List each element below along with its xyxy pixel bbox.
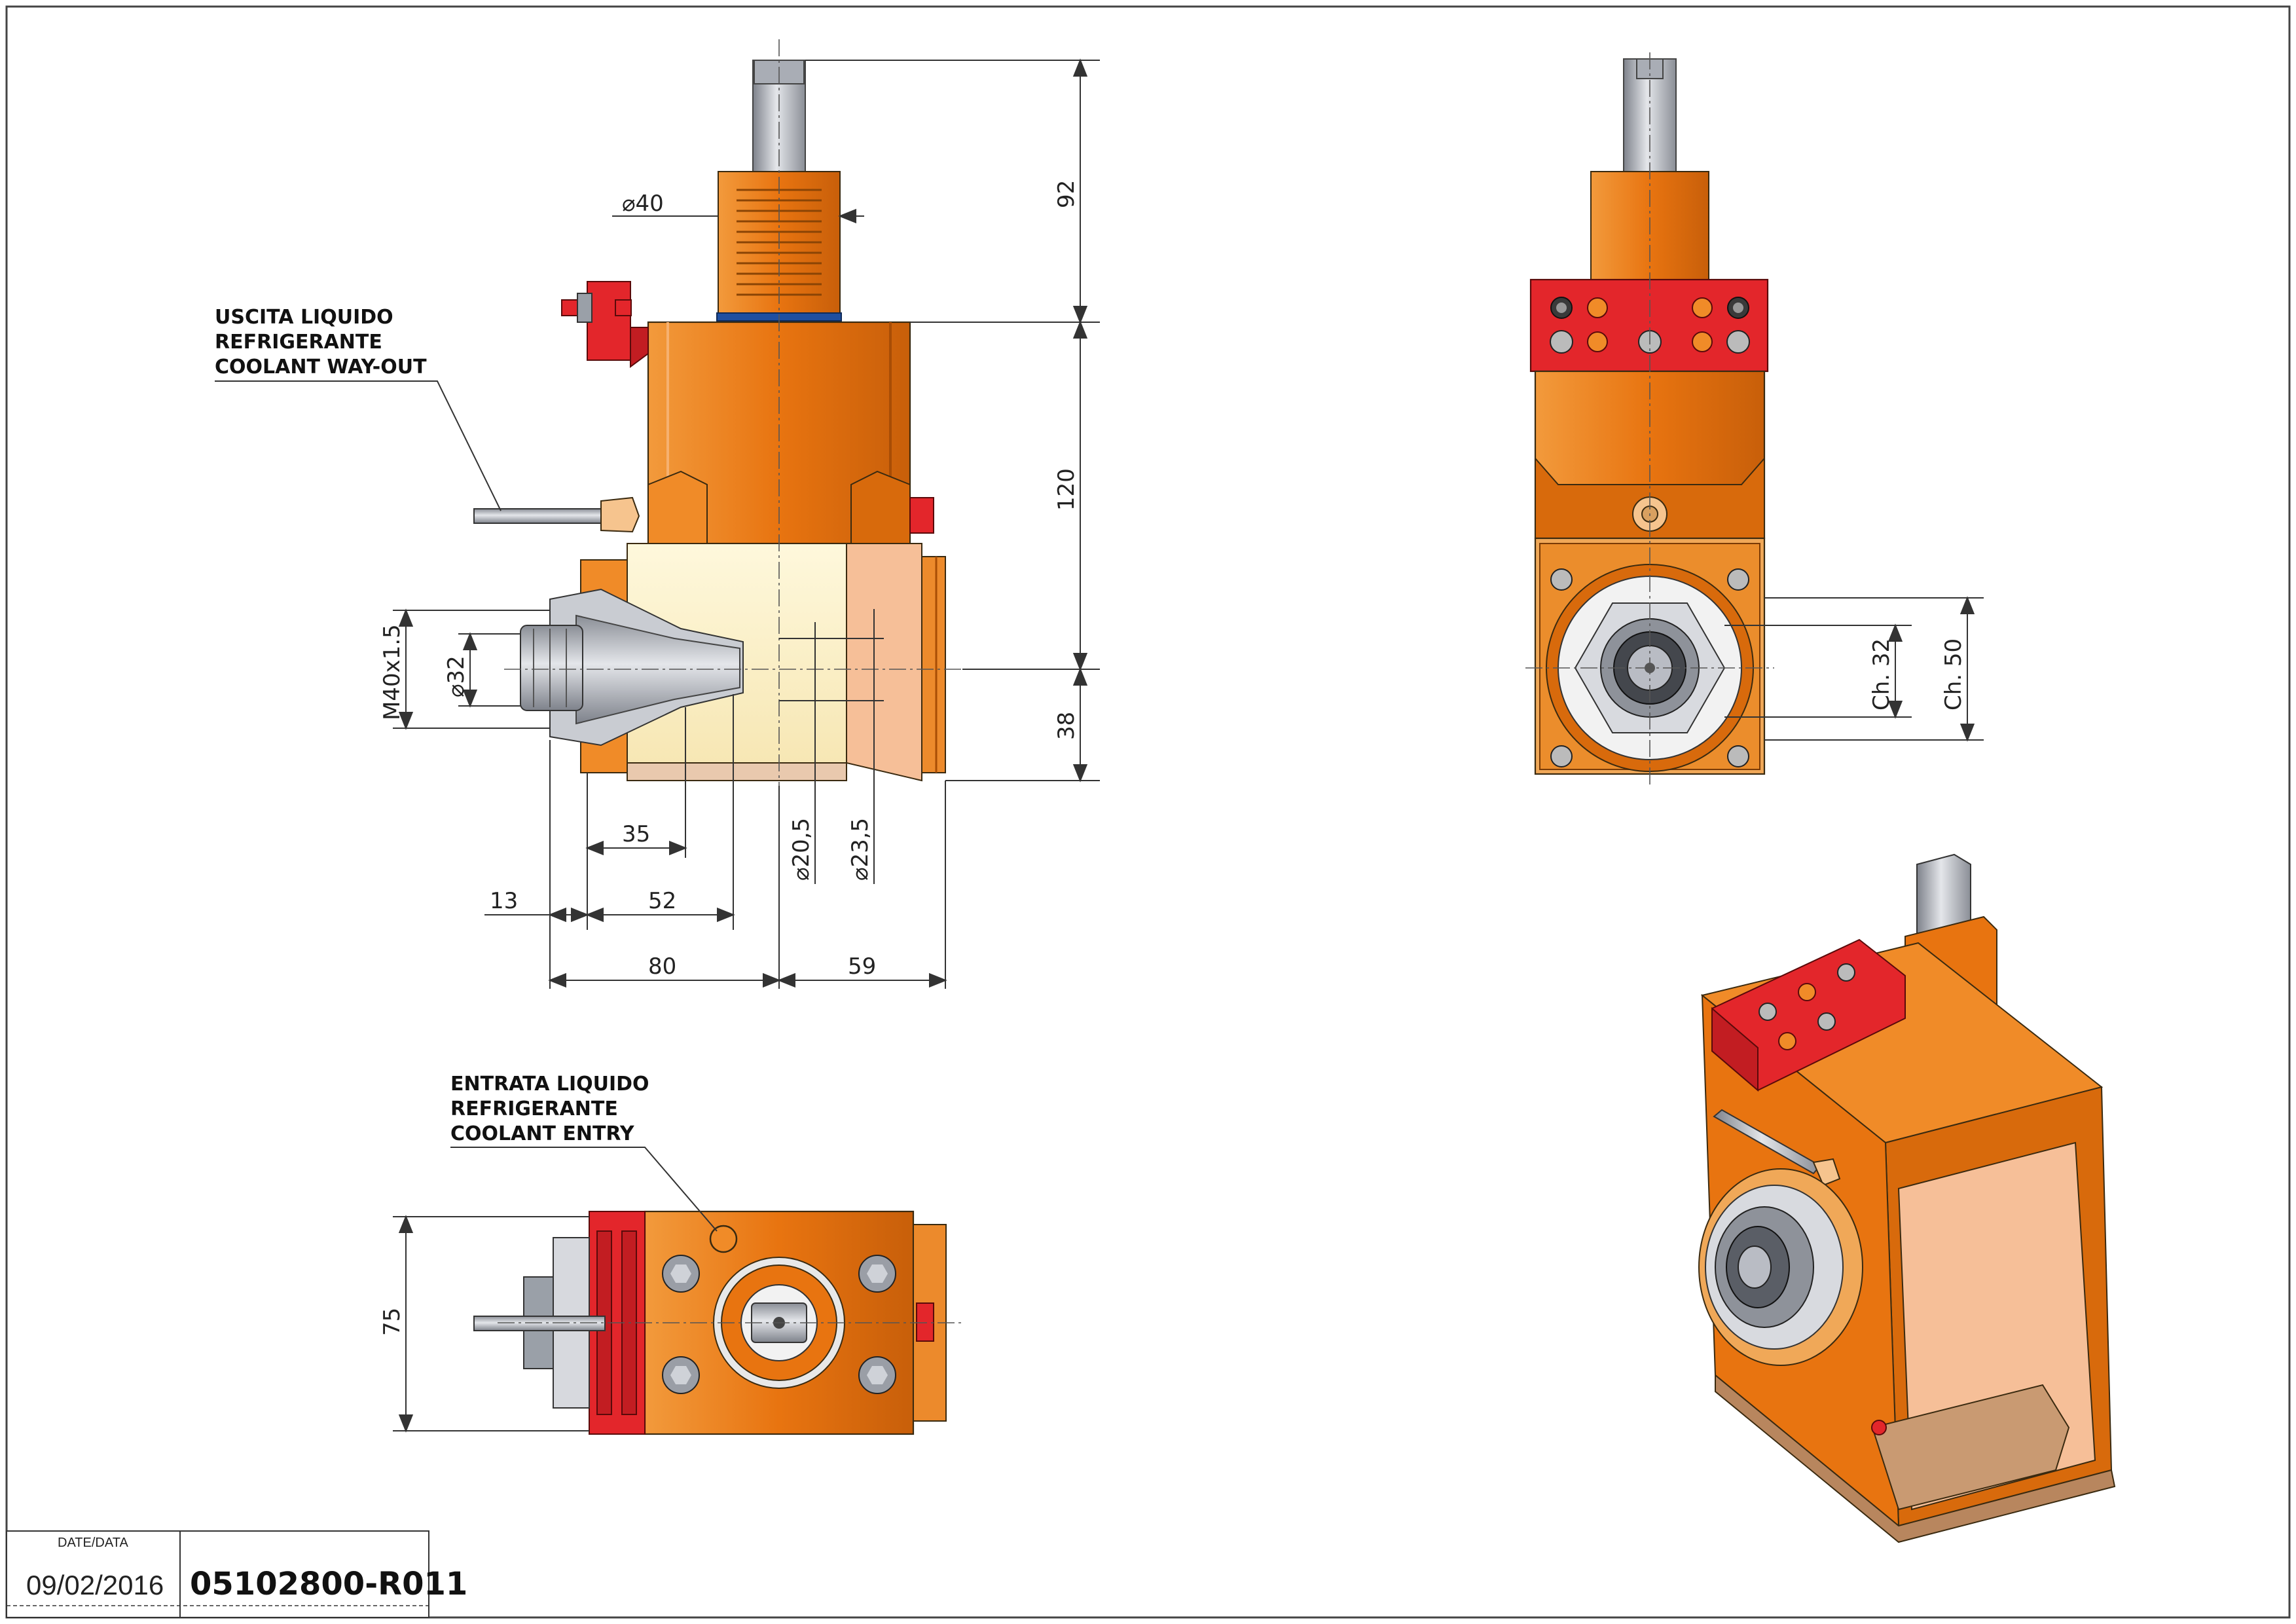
- isometric-view: [1698, 853, 2116, 1543]
- dim-ch32: Ch. 32: [1868, 638, 1895, 710]
- label-entry-line2: REFRIGERANTE: [450, 1098, 618, 1120]
- dim-59: 59: [848, 953, 876, 980]
- flange-bolts: [1550, 568, 1749, 767]
- coolant-entry-port: [709, 1225, 738, 1253]
- manifold-ports: [1550, 297, 1750, 354]
- bottom-coolant-tube: [473, 1316, 606, 1331]
- label-entry-line3: COOLANT ENTRY: [450, 1122, 635, 1145]
- dim-38: 38: [1053, 712, 1080, 740]
- date-label: DATE/DATA: [58, 1536, 128, 1550]
- dim-92: 92: [1053, 180, 1080, 208]
- coolant-outlet-block: [587, 281, 631, 361]
- drawing-date: 09/02/2016: [26, 1570, 164, 1600]
- label-outlet-line3: COOLANT WAY-OUT: [215, 356, 427, 378]
- label-entry-line1: ENTRATA LIQUIDO: [450, 1073, 649, 1096]
- label-outlet-line2: REFRIGERANTE: [215, 331, 382, 354]
- coolant-outlet-tube: [473, 508, 606, 524]
- bottom-view: 75 ENTRATA LIQUIDO REFRIGERANTE COOLANT …: [379, 1073, 962, 1435]
- bottom-bolts: [662, 1255, 896, 1394]
- drawing-code: 05102800-R011: [190, 1566, 467, 1602]
- dim-80: 80: [648, 953, 676, 980]
- label-outlet-line1: USCITA LIQUIDO: [215, 306, 393, 329]
- title-block: DATE/DATA 09/02/2016 05102800-R011: [6, 1530, 467, 1618]
- leader-entry: [450, 1147, 718, 1232]
- front-view: Ch. 32 Ch. 50: [1525, 52, 1984, 786]
- dim-dia205: ⌀20,5: [788, 818, 814, 881]
- dim-dia32: ⌀32: [443, 655, 469, 697]
- leader-outlet: [215, 380, 501, 511]
- collet: [520, 625, 583, 711]
- dim-ch50: Ch. 50: [1941, 638, 1967, 710]
- dim-35: 35: [622, 821, 650, 847]
- sheet-border: [5, 5, 2291, 1619]
- side-view: ⌀40 92 120 38 M40x1.5 ⌀32 ⌀20,5 ⌀23,5: [215, 39, 1100, 989]
- dim-dia235: ⌀23,5: [847, 818, 873, 881]
- dim-75: 75: [379, 1308, 405, 1336]
- dim-m40: M40x1.5: [379, 624, 405, 720]
- dim-120: 120: [1053, 468, 1080, 511]
- front-red-manifold: [1529, 278, 1769, 373]
- dim-52: 52: [648, 888, 676, 914]
- dim-dia40: ⌀40: [622, 191, 664, 217]
- dim-13: 13: [490, 888, 518, 914]
